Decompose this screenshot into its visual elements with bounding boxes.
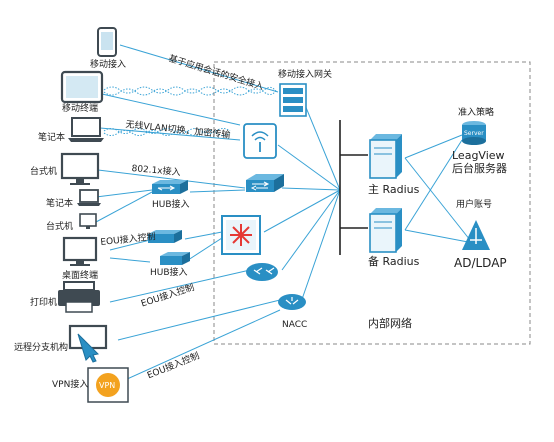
vpn-access-label: VPN接入 [52,380,89,390]
hub-icon [152,180,188,194]
internal-network-label: 内部网络 [368,317,412,330]
laptop-label: 笔记本 [38,133,66,143]
desktop-terminal-icon [62,236,98,266]
remote-branch-label: 远程分支机构 [14,343,69,353]
hub-icon-3 [160,252,190,265]
mobile-terminal-label: 移动终端 [62,104,99,114]
access-switch-icon [246,174,284,192]
internal-network-boundary [213,61,531,345]
primary-radius-label: 主 Radius [368,183,420,196]
access-policy-label: 准入策略 [458,108,495,118]
remote-branch-icon [68,324,108,363]
ad-ldap-icon [462,220,490,250]
hub-access-label-2: HUB接入 [150,268,188,278]
wireless-links [103,86,277,136]
hub-access-label: HUB接入 [152,200,190,210]
radius-backbone [339,120,368,255]
connection-lines [95,44,281,381]
phone-icon [97,27,117,57]
leagview-server-label: 后台服务器 [452,162,507,175]
mobile-gateway-icon [279,83,307,117]
user-account-label: 用户账号 [456,200,493,210]
server-links [404,134,471,243]
primary-radius-server-icon [369,134,402,179]
router-icon [246,263,278,281]
hub-icon-2 [148,230,182,243]
backup-radius-server-icon [369,208,402,253]
core-fan-lines [263,104,341,306]
desktop-label-2: 台式机 [46,222,74,232]
desktop-icon-2 [79,213,97,229]
server-badge-label: Server [464,130,484,137]
backup-radius-label: 备 Radius [368,255,420,268]
printer-icon [58,281,100,313]
mobile-access-label: 移动接入 [90,60,127,70]
desktop-terminal-label: 桌面终端 [62,271,99,281]
leagview-label: LeagView [452,149,505,162]
core-switch-icon [221,215,261,255]
nacc-icon [278,294,306,310]
vpn-icon [87,367,129,403]
vpn-badge-label: VPN [99,381,116,390]
printer-label: 打印机 [30,298,58,308]
laptop-icon-2 [77,189,101,206]
wireless-ap-icon [243,123,277,159]
laptop-icon [68,117,104,142]
mobile-gateway-label: 移动接入网关 [278,70,333,80]
leagview-server-icon [462,121,486,145]
tablet-icon [60,70,104,104]
laptop-label-2: 笔记本 [46,199,74,209]
desktop-icon [60,152,100,185]
desktop-label: 台式机 [30,167,58,177]
ad-ldap-label: AD/LDAP [454,256,507,270]
nacc-label: NACC [282,320,308,330]
